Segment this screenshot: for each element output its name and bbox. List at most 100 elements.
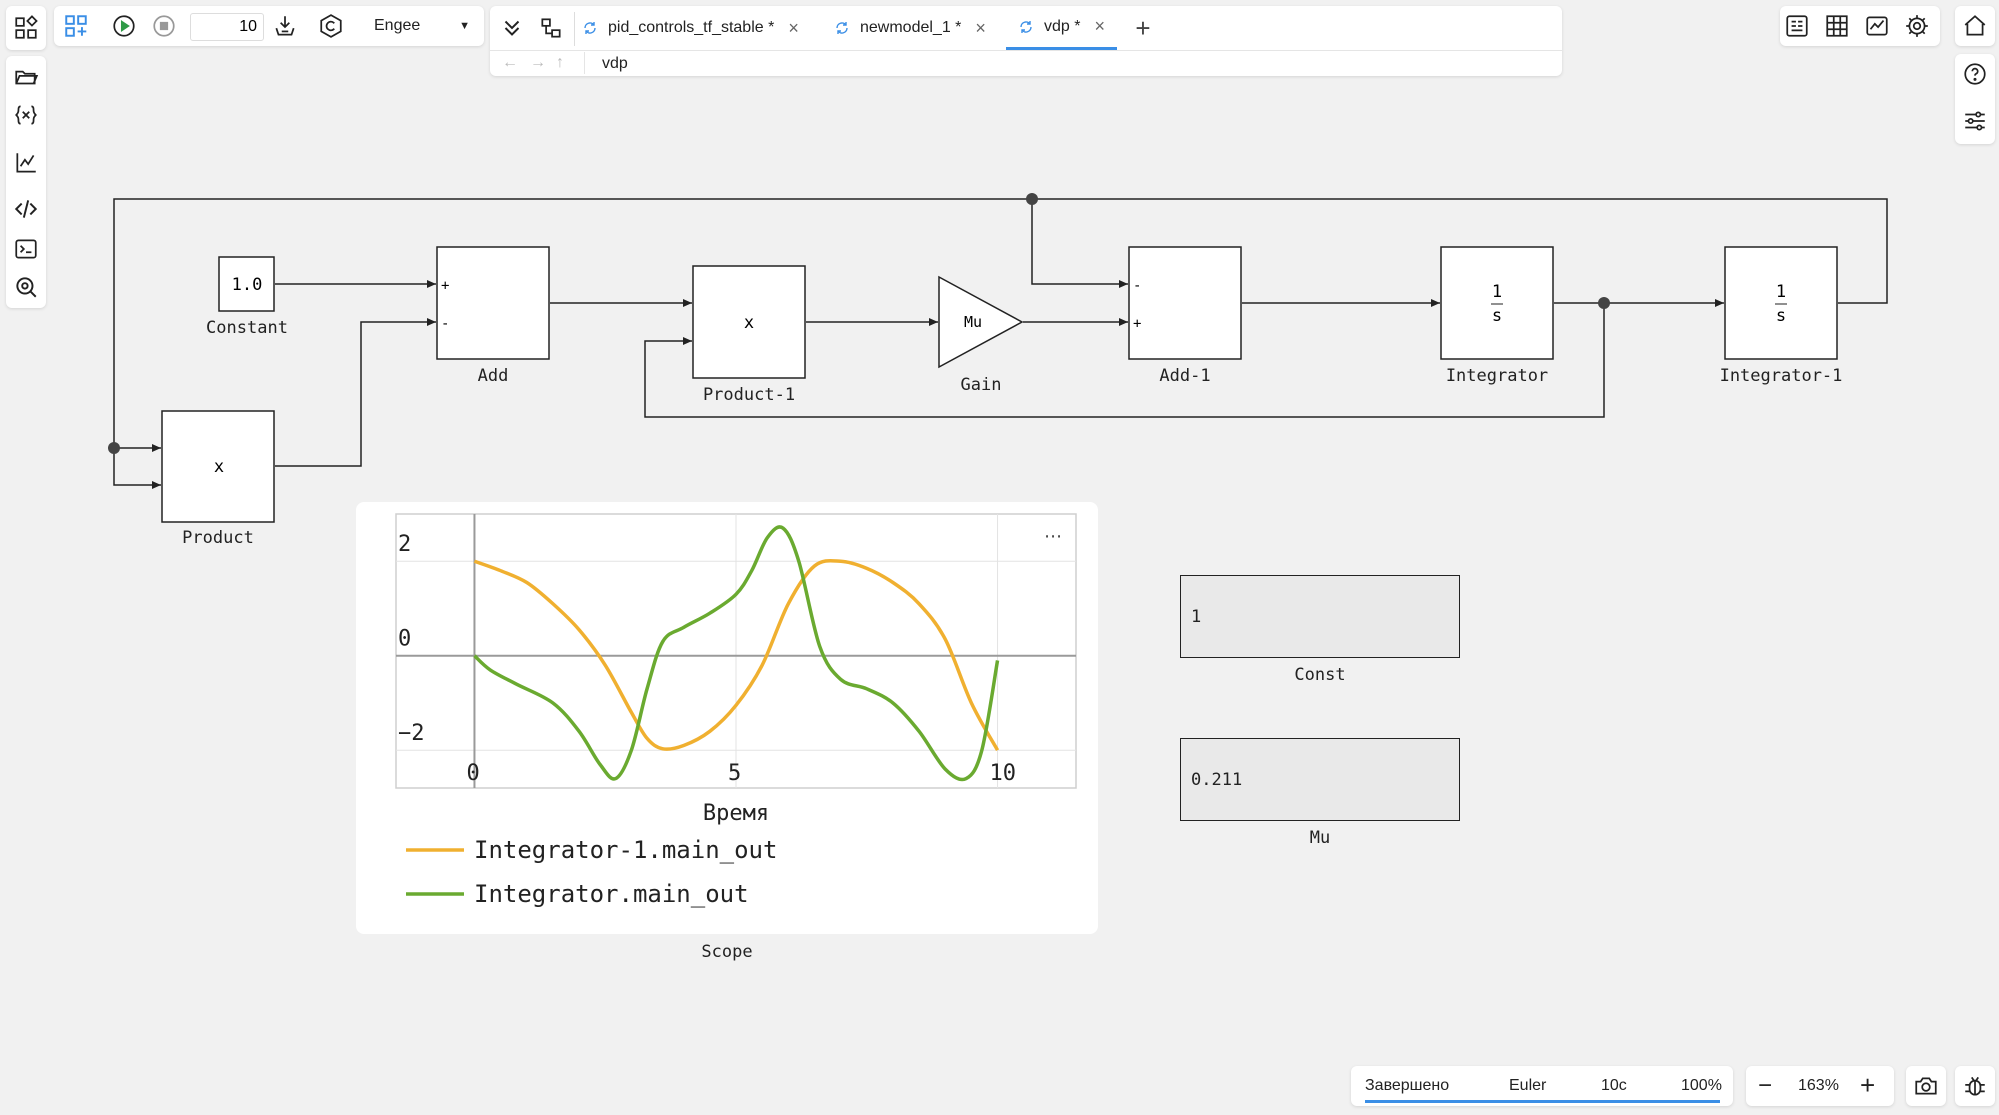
model-icon [836, 22, 848, 34]
simulation-status-bar: Завершено Euler 10с 100% [1351, 1066, 1733, 1106]
tab-label: vdp * [1044, 17, 1081, 35]
signal-line[interactable] [275, 318, 436, 467]
variables-icon[interactable] [9, 98, 43, 132]
nav-back-icon[interactable]: ← [502, 54, 518, 71]
breadcrumb-divider [490, 50, 1562, 51]
left-toolbar [6, 6, 46, 50]
progress-bar-fill [1365, 1100, 1720, 1103]
x-axis-label: Время [703, 801, 769, 826]
tab-label: pid_controls_tf_stable * [608, 19, 775, 36]
signal-line[interactable] [113, 448, 161, 489]
zoom-search-icon[interactable] [9, 270, 43, 304]
grid-table-icon[interactable] [1820, 9, 1854, 43]
add-sign-minus: - [441, 316, 449, 332]
status-solver: Euler [1509, 1077, 1547, 1094]
constant-value: 1.0 [232, 275, 263, 295]
signal-line[interactable] [644, 303, 1605, 418]
signal-line[interactable] [113, 198, 1888, 448]
tabs-divider [574, 12, 575, 46]
zoom-panel: − 163% + [1746, 1066, 1894, 1106]
code-icon[interactable] [9, 192, 43, 226]
integrator-label: Integrator [1445, 366, 1549, 386]
new-tab-plus-icon[interactable]: + [1135, 12, 1151, 43]
add-block-icon[interactable] [59, 9, 93, 43]
add-block[interactable]: + - [436, 246, 550, 360]
bug-icon[interactable] [1958, 1069, 1992, 1103]
variables-table-icon[interactable] [1780, 9, 1814, 43]
status-progress: 100% [1681, 1077, 1722, 1094]
close-icon[interactable]: × [1094, 16, 1105, 36]
tab-pid-controls[interactable]: pid_controls_tf_stable * × [582, 6, 799, 50]
integrator1-num: 1 [1776, 282, 1786, 302]
codegen-icon[interactable] [314, 9, 348, 43]
y-tick-label: −2 [398, 721, 425, 746]
series-line-1 [473, 525, 1000, 782]
add1-sign-minus: - [1133, 278, 1141, 294]
run-button[interactable] [107, 9, 141, 43]
integrator-num: 1 [1492, 282, 1502, 302]
breadcrumb-sep [584, 52, 585, 74]
junction-dot [108, 442, 120, 454]
home-panel [1955, 6, 1995, 46]
camera-icon[interactable] [1909, 1069, 1943, 1103]
junction-dot [1598, 297, 1610, 309]
tab-vdp[interactable]: vdp * × [1006, 6, 1117, 50]
blocks-library-icon[interactable] [9, 11, 43, 45]
legend-label-0: Integrator-1.main_out [474, 836, 777, 864]
simulation-steps-input[interactable] [190, 13, 264, 41]
gain-block[interactable]: Mu [938, 275, 1024, 369]
settings-sliders-icon[interactable] [1958, 104, 1992, 138]
breadcrumb[interactable]: vdp [602, 55, 628, 72]
add1-sign-plus: + [1133, 316, 1141, 332]
integrator1-label: Integrator-1 [1719, 366, 1843, 386]
const-display-block[interactable]: 1 [1180, 575, 1460, 658]
gear-icon[interactable] [1900, 9, 1934, 43]
caret-down-icon: ▼ [459, 20, 470, 32]
download-results-icon[interactable] [268, 9, 302, 43]
zoom-in-button[interactable]: + [1860, 1070, 1876, 1100]
debug-panel [1955, 1066, 1995, 1106]
close-icon[interactable]: × [788, 17, 799, 38]
product1-block[interactable]: x [692, 265, 806, 379]
product-block[interactable]: x [161, 410, 275, 523]
constant-block[interactable]: 1.0 [218, 256, 275, 312]
add1-block[interactable]: - + [1128, 246, 1242, 360]
screenshot-panel [1906, 1066, 1946, 1106]
help-icon[interactable] [1958, 57, 1992, 91]
progress-bar-track [1365, 1100, 1720, 1103]
mu-display-block[interactable]: 0.211 [1180, 738, 1460, 821]
terminal-icon[interactable] [9, 232, 43, 266]
model-icon [584, 22, 596, 34]
integrator-block[interactable]: 1 s [1440, 246, 1554, 360]
gain-label: Gain [960, 375, 1002, 395]
y-tick-label: 0 [398, 627, 411, 652]
graph-window-icon[interactable] [1860, 9, 1894, 43]
nav-up-icon[interactable]: ↑ [556, 54, 564, 71]
status-state: Завершено [1365, 1077, 1450, 1094]
const-display-label: Const [1294, 665, 1346, 685]
solver-select[interactable]: Engee ▼ [364, 8, 480, 44]
model-icon [1020, 20, 1032, 33]
tab-newmodel[interactable]: newmodel_1 * × [834, 6, 986, 50]
integrator1-block[interactable]: 1 s [1724, 246, 1838, 360]
signal-line[interactable] [1031, 199, 1128, 288]
home-icon[interactable] [1958, 9, 1992, 43]
product1-symbol: x [744, 313, 754, 333]
folder-open-icon[interactable] [9, 60, 43, 94]
add-label: Add [477, 366, 509, 386]
model-hierarchy-icon[interactable] [534, 11, 568, 45]
nav-forward-icon[interactable]: → [530, 54, 546, 71]
const-display-value: 1 [1191, 606, 1202, 627]
chart-icon[interactable] [9, 146, 43, 180]
zoom-out-button[interactable]: − [1758, 1072, 1773, 1099]
close-icon[interactable]: × [975, 17, 986, 38]
scope-more-icon[interactable]: ⋯ [1044, 526, 1062, 546]
x-tick-label: 10 [990, 761, 1017, 786]
collapse-chevrons-icon[interactable] [495, 11, 529, 45]
stop-button[interactable] [147, 9, 181, 43]
y-tick-label: 2 [398, 532, 411, 557]
add-sign-plus: + [441, 278, 449, 294]
